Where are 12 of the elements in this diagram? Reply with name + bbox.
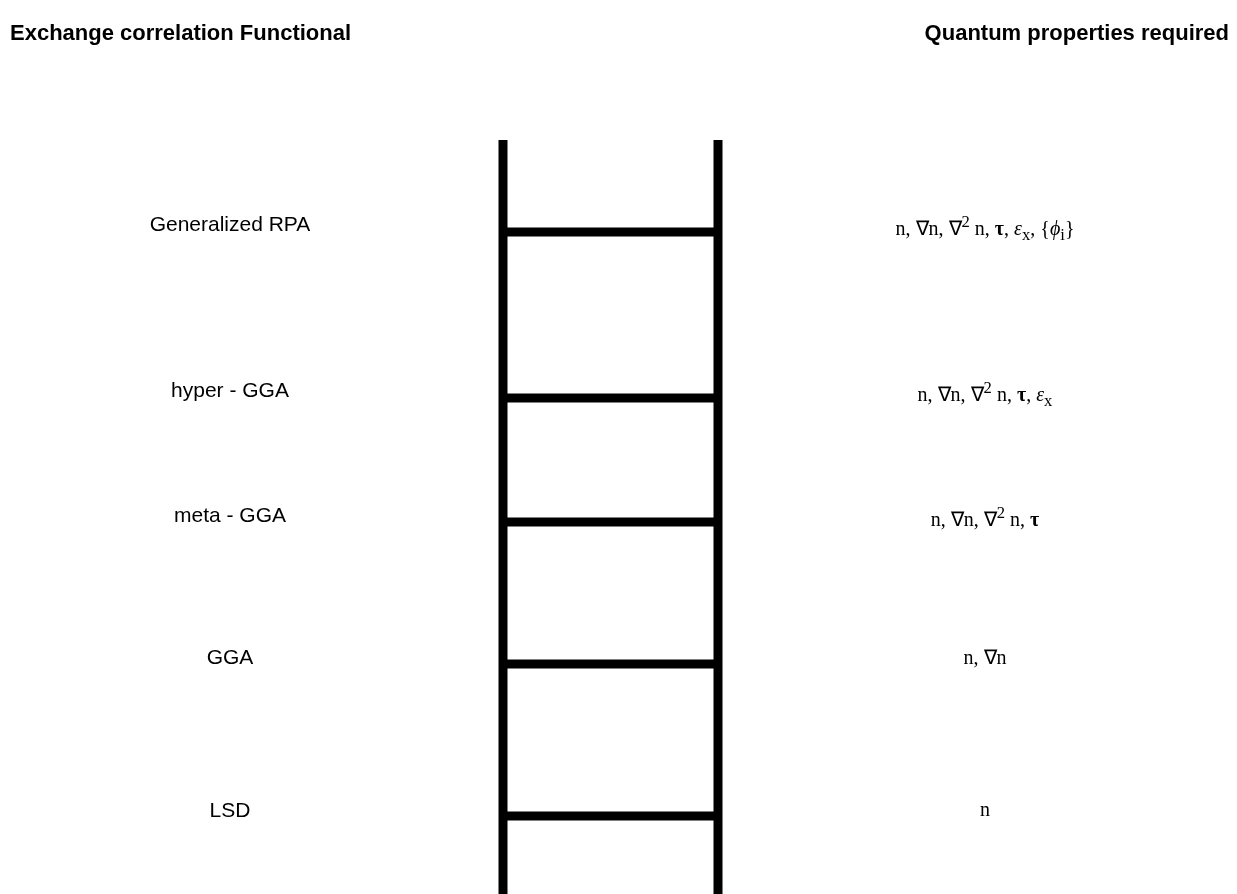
functional-name: LSD: [208, 798, 252, 822]
property-formula: n, ∇n: [962, 645, 1008, 669]
functional-name: GGA: [205, 645, 255, 669]
property-formula: n: [979, 798, 991, 821]
property-formula: n, ∇n, ∇$^{2}$ n, τ: [929, 503, 1041, 531]
functional-name: Generalized RPA: [148, 212, 312, 236]
property-formula: n, ∇n, ∇$^{2}$ n, τ, ε$_{x}$, {ϕ$_{i}$}: [894, 212, 1076, 245]
column-heading: Quantum properties required: [924, 20, 1229, 46]
property-formula: n, ∇n, ∇$^{2}$ n, τ, ε$_{x}$: [916, 378, 1054, 411]
functional-name: meta - GGA: [173, 503, 287, 527]
column-heading: Exchange correlation Functional: [10, 20, 352, 46]
functional-name: hyper - GGA: [170, 378, 290, 402]
